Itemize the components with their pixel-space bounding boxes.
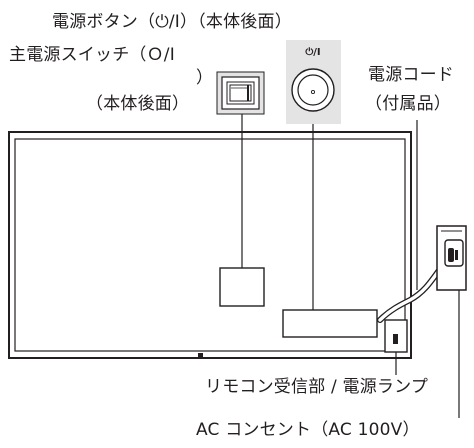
power-button-glyph: ⏻/Ⅰ	[305, 46, 320, 58]
label-main-power-switch-close: ）	[196, 68, 214, 88]
power-button-location	[282, 309, 378, 338]
label-main-power-switch-location: （本体後面）	[86, 94, 190, 114]
label-power-cord-note: （付属品）	[365, 94, 451, 114]
ac-outlet-icon	[436, 225, 467, 291]
power-cord-fill	[378, 260, 447, 322]
label-ac-outlet: AC コンセント（AC 100V）	[196, 420, 420, 440]
label-remote-sensor: リモコン受信部 / 電源ランプ	[205, 377, 429, 397]
label-power-cord: 電源コード	[368, 65, 454, 85]
main-switch-location	[219, 267, 265, 307]
remote-sensor-lamp	[393, 334, 398, 344]
power-button-icon	[291, 68, 335, 112]
main-power-switch-icon	[221, 76, 260, 110]
label-power-button: 電源ボタン（⏻/Ⅰ）（本体後面）	[52, 12, 292, 32]
display-foot	[198, 353, 203, 357]
label-main-power-switch: 主電源スイッチ（Ｏ/Ⅰ	[9, 45, 175, 65]
